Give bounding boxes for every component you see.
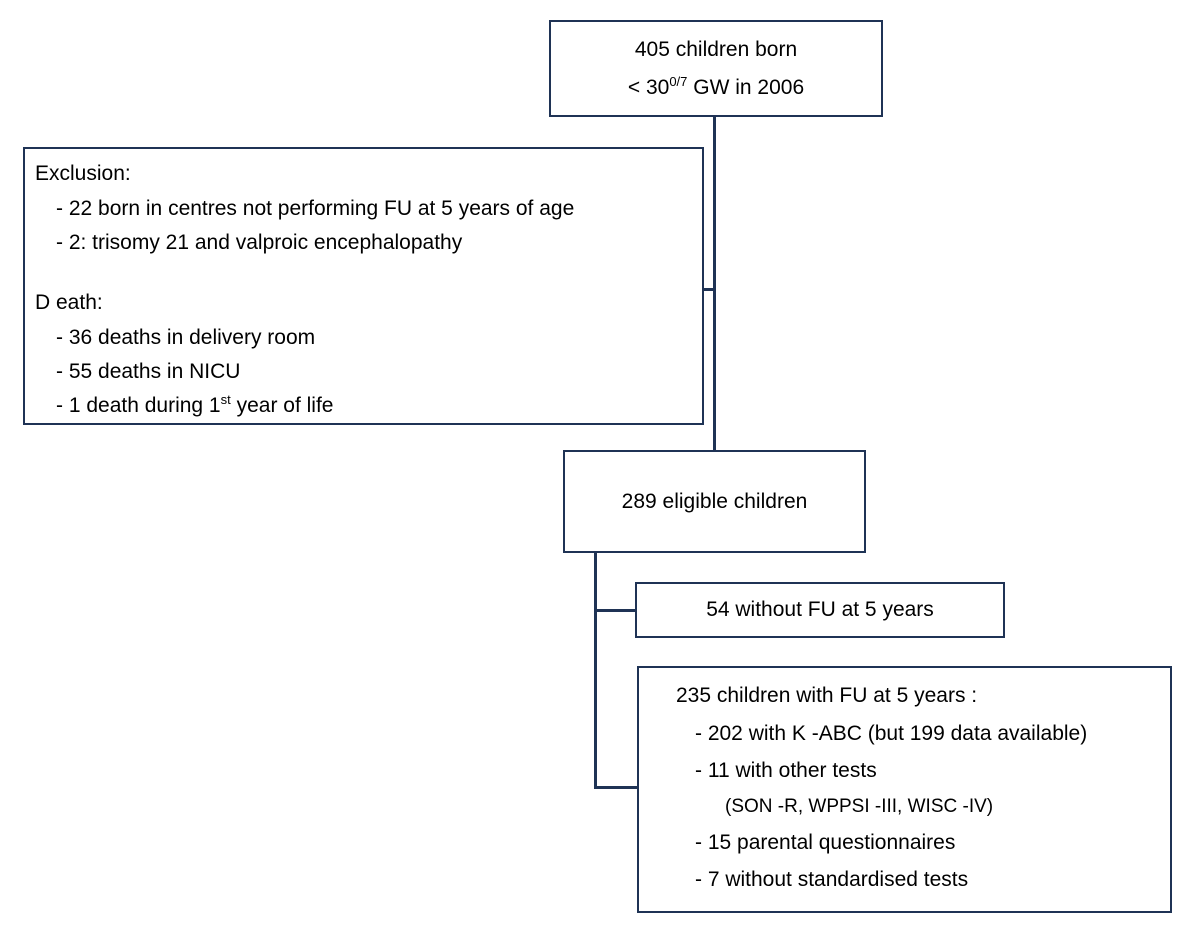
exclusion-heading: Exclusion: (35, 162, 131, 185)
first-year-superscript: st (220, 392, 231, 407)
node-children-born: 405 children born < 300/7 GW in 2006 (549, 20, 883, 117)
with-follow-up-item-no-standardised-tests: - 7 without standardised tests (695, 868, 969, 891)
node-without-follow-up-label: 54 without FU at 5 years (706, 598, 934, 621)
first-year-prefix: - 1 death during 1 (56, 394, 221, 417)
with-follow-up-heading: 235 children with FU at 5 years : (676, 684, 978, 707)
connector-trunk-to-exclusion (702, 288, 716, 291)
exclusion-item-trisomy: - 2: trisomy 21 and valproic encephalopa… (56, 231, 463, 254)
with-follow-up-item-kabc: - 202 with K -ABC (but 199 data availabl… (695, 722, 1088, 745)
node-without-follow-up: 54 without FU at 5 years (635, 582, 1005, 638)
node-eligible-children-label: 289 eligible children (621, 489, 808, 513)
with-follow-up-item-other-tests: - 11 with other tests (695, 759, 877, 782)
node-exclusion-and-death: Exclusion: - 22 born in centres not perf… (23, 147, 704, 425)
gw-superscript: 0/7 (669, 74, 688, 89)
connector-branch-to-with-fu (594, 786, 639, 789)
gw-suffix: GW in 2006 (687, 76, 805, 99)
connector-born-to-eligible (713, 117, 716, 450)
node-children-born-line2: < 300/7 GW in 2006 (627, 74, 805, 99)
first-year-suffix: year of life (230, 394, 334, 417)
death-item-nicu: - 55 deaths in NICU (56, 360, 241, 383)
node-eligible-children: 289 eligible children (563, 450, 866, 553)
with-follow-up-item-questionnaires: - 15 parental questionnaires (695, 831, 956, 854)
connector-branch-to-without-fu (594, 609, 637, 612)
node-with-follow-up: 235 children with FU at 5 years : - 202 … (637, 666, 1172, 913)
gw-prefix: < 30 (627, 76, 670, 99)
death-heading: D eath: (35, 291, 103, 314)
connector-eligible-branch-trunk (594, 553, 597, 789)
death-item-delivery-room: - 36 deaths in delivery room (56, 326, 316, 349)
death-item-first-year: - 1 death during 1st year of life (35, 392, 702, 417)
with-follow-up-item-other-tests-detail: (SON -R, WPPSI -III, WISC -IV) (725, 796, 994, 817)
node-children-born-line1: 405 children born (634, 38, 798, 61)
exclusion-item-centres: - 22 born in centres not performing FU a… (56, 197, 575, 220)
exclusion-spacer (35, 266, 702, 292)
